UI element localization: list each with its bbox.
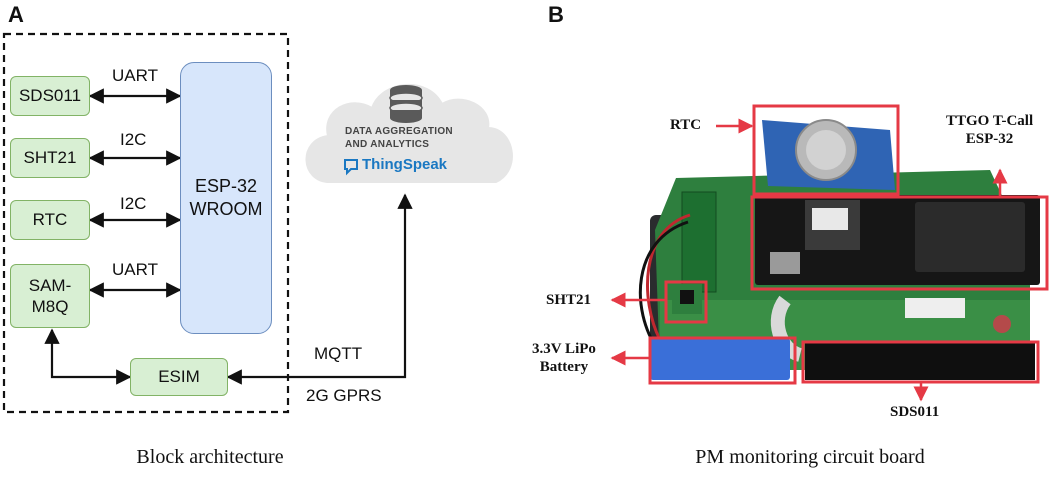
sds011-block: SDS011: [10, 76, 90, 116]
panel-b-letter: B: [548, 2, 564, 27]
photo-label-ttgo: TTGO T-Call ESP-32: [946, 113, 1034, 147]
caption-pm-board: PM monitoring circuit board: [695, 446, 925, 468]
link-label-mqtt: MQTT: [314, 344, 363, 363]
caption-block-architecture: Block architecture: [136, 446, 284, 468]
highlight-rtc: [752, 104, 900, 196]
link-label-uart-1: UART: [112, 66, 158, 85]
photo-label-rtc: RTC: [670, 117, 702, 133]
sht21-block: SHT21: [10, 138, 90, 178]
sam-m8q-block: SAM- M8Q: [10, 264, 90, 328]
highlight-ttgo: [750, 195, 1049, 291]
thingspeak-brand: ThingSpeak: [362, 156, 448, 173]
link-label-i2c-2: I2C: [120, 194, 147, 213]
panel-a-letter: A: [8, 2, 24, 27]
database-icon: [389, 85, 423, 123]
esim-block: ESIM: [130, 358, 228, 396]
link-label-gprs: 2G GPRS: [306, 386, 382, 405]
circuit-board-photo: [638, 119, 1040, 380]
link-label-i2c-1: I2C: [120, 130, 147, 149]
highlight-sht21: [664, 280, 708, 324]
highlight-battery: [648, 336, 797, 385]
cloud-caption: DATA AGGREGATION AND ANALYTICS: [345, 126, 453, 150]
photo-label-sht21: SHT21: [546, 292, 592, 308]
link-esim-cloud: [226, 193, 413, 385]
thingspeak-logo-icon: [344, 159, 358, 176]
rtc-block: RTC: [10, 200, 90, 240]
photo-label-battery: 3.3V LiPo Battery: [532, 341, 596, 375]
link-sam-esim: [44, 328, 132, 385]
link-label-uart-2: UART: [112, 260, 158, 279]
esp32-wroom-block: ESP-32 WROOM: [180, 62, 272, 334]
photo-label-sds011: SDS011: [890, 404, 940, 420]
